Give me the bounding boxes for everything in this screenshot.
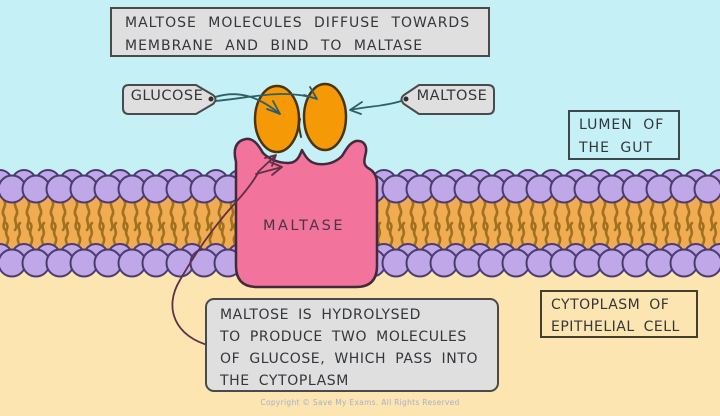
hydrolysis-line: THE CYTOPLASM bbox=[220, 373, 349, 389]
header-note-line: MEMBRANE AND BIND TO MALTASE bbox=[125, 38, 424, 54]
hydrolysis-line: TO PRODUCE TWO MOLECULES bbox=[220, 329, 467, 345]
header-note-line: MALTOSE MOLECULES DIFFUSE TOWARDS bbox=[125, 15, 471, 31]
lumen-line: THE GUT bbox=[579, 140, 654, 156]
phospholipid-tails bbox=[1, 198, 718, 254]
maltose-arrow bbox=[349, 99, 405, 115]
glucose-arrow-right bbox=[214, 86, 318, 102]
hydrolysis-note-box: MALTOSE IS HYDROLYSED TO PRODUCE TWO MOL… bbox=[205, 298, 499, 392]
cytoplasm-box: CYTOPLASM OF EPITHELIAL CELL bbox=[540, 290, 698, 338]
lumen-line: LUMEN OF bbox=[579, 117, 665, 133]
hydrolysis-line: OF GLUCOSE, WHICH PASS INTO bbox=[220, 351, 479, 367]
glucose-label: GLUCOSE bbox=[130, 88, 204, 104]
maltose-label: MALTOSE bbox=[416, 88, 488, 104]
enzyme-label: MALTASE bbox=[262, 218, 346, 234]
maltase-enzyme-shape bbox=[233, 137, 379, 289]
cytoplasm-line: CYTOPLASM OF bbox=[551, 297, 670, 313]
maltose-tag-dot bbox=[403, 96, 409, 102]
copyright-text: Copyright © Save My Exams. All Rights Re… bbox=[260, 398, 460, 407]
glucose-tag-dot bbox=[208, 96, 214, 102]
glucose-unit-right bbox=[302, 82, 348, 152]
glycosidic-bond bbox=[298, 118, 302, 138]
hydrolysis-leader-line bbox=[171, 172, 259, 347]
lumen-box: LUMEN OF THE GUT bbox=[568, 110, 680, 160]
hydrolysis-line: MALTOSE IS HYDROLYSED bbox=[220, 307, 421, 323]
hydrolysis-arrow-1 bbox=[257, 154, 277, 173]
maltose-tag-shape bbox=[400, 84, 495, 115]
cytoplasm-line: EPITHELIAL CELL bbox=[551, 319, 680, 335]
glucose-tag-shape bbox=[122, 84, 217, 115]
hydrolysis-arrow-2 bbox=[255, 161, 283, 176]
header-note-box: MALTOSE MOLECULES DIFFUSE TOWARDS MEMBRA… bbox=[110, 7, 490, 57]
